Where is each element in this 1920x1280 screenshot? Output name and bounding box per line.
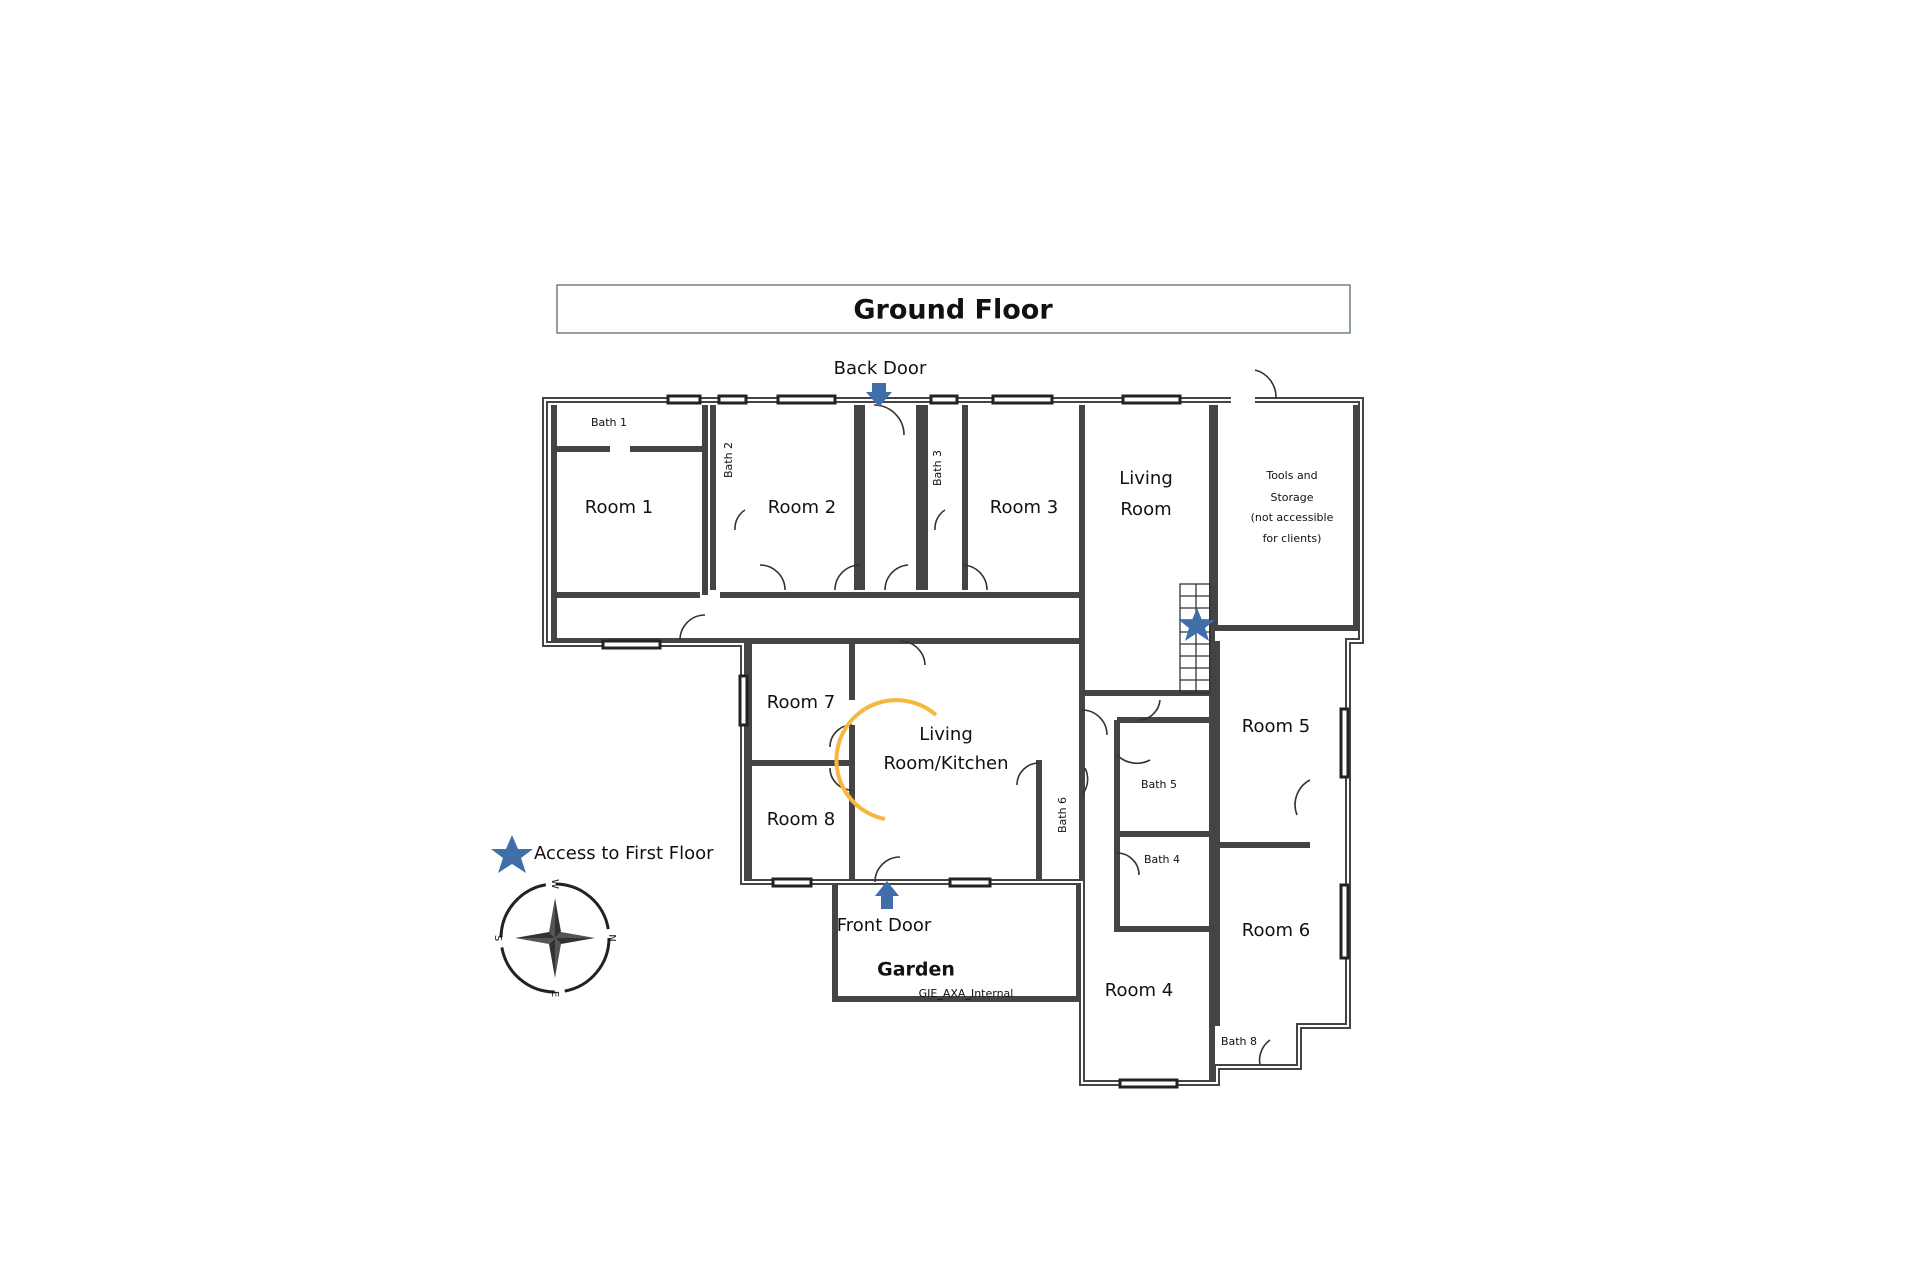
tools-label-2: Storage [1270, 491, 1313, 504]
room-labels: Back Door Front Door Bath 1 Room 1 Bath … [585, 358, 1334, 1048]
windows [601, 394, 1350, 1089]
compass-n: N [606, 934, 617, 941]
stairs-star-icon[interactable] [1179, 608, 1215, 641]
compass-w: W [549, 879, 560, 889]
door-swings [679, 369, 1311, 1066]
room7-label: Room 7 [767, 692, 835, 713]
compass-e: E [549, 991, 560, 997]
room2-label: Room 2 [768, 497, 836, 518]
back-door-label: Back Door [834, 358, 927, 379]
legend-label: Access to First Floor [534, 843, 714, 864]
compass-s: S [492, 935, 503, 941]
kitchen-label-1: Living [919, 724, 973, 745]
star-icon [491, 835, 533, 873]
room8-label: Room 8 [767, 809, 835, 830]
room5-label: Room 5 [1242, 716, 1310, 737]
bath3-label: Bath 3 [931, 450, 944, 486]
legend: Access to First Floor [491, 835, 714, 873]
highlight-arc [834, 698, 938, 821]
compass-icon: W E N S [492, 879, 617, 997]
front-door-arrow-icon[interactable] [875, 881, 899, 909]
room4-label: Room 4 [1105, 980, 1173, 1001]
front-door-label: Front Door [837, 915, 932, 936]
tools-label-1: Tools and [1265, 469, 1317, 482]
room6-label: Room 6 [1242, 920, 1310, 941]
tools-label-4: for clients) [1263, 532, 1322, 545]
bath6-label: Bath 6 [1056, 797, 1069, 833]
room1-label: Room 1 [585, 497, 653, 518]
garden-label: Garden [877, 959, 955, 981]
back-door-arrow-icon[interactable] [866, 383, 892, 407]
living-room-label-1: Living [1119, 468, 1173, 489]
classification-label: GIE_AXA_Internal [919, 987, 1014, 1000]
bath8-label: Bath 8 [1221, 1035, 1257, 1048]
bath1-label: Bath 1 [591, 416, 627, 429]
title-box [556, 284, 1351, 334]
bath4-label: Bath 4 [1144, 853, 1180, 866]
page-title: Ground Floor [853, 295, 1053, 326]
bath2-label: Bath 2 [722, 442, 735, 478]
kitchen-label-2: Room/Kitchen [884, 753, 1009, 774]
living-room-label-2: Room [1120, 499, 1171, 520]
bath5-label: Bath 5 [1141, 778, 1177, 791]
room3-label: Room 3 [990, 497, 1058, 518]
tools-label-3: (not accessible [1251, 511, 1334, 524]
